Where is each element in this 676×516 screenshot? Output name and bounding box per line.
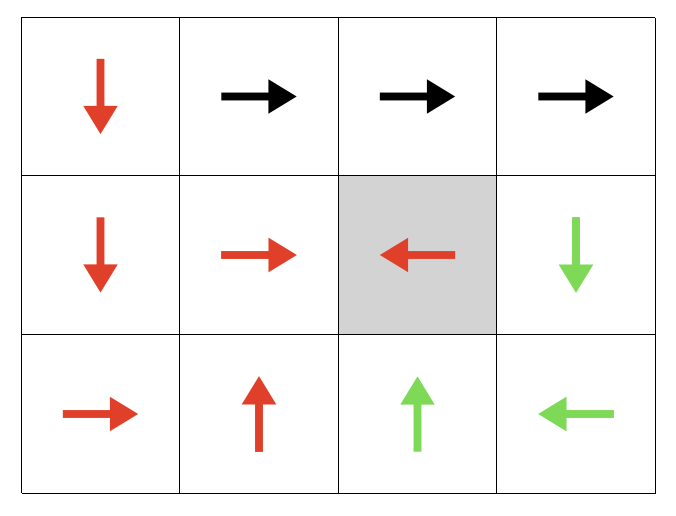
arrow-head xyxy=(83,264,118,293)
arrow-shaft xyxy=(572,217,580,268)
arrow-grid xyxy=(21,17,656,494)
arrow-right-icon xyxy=(221,237,297,273)
arrow-head xyxy=(241,376,277,405)
arrow-shaft xyxy=(221,251,272,259)
grid-cell-r0-c3 xyxy=(497,18,656,176)
grid-cell-r0-c2 xyxy=(339,18,497,176)
arrow-shaft xyxy=(538,92,589,101)
arrow-head xyxy=(585,79,614,114)
arrow-head xyxy=(268,237,297,273)
arrow-shaft xyxy=(96,58,105,110)
arrow-head xyxy=(83,105,118,135)
grid-cell-r2-c3 xyxy=(497,335,656,494)
arrow-head xyxy=(538,396,567,432)
arrow-left-icon xyxy=(379,237,456,273)
arrow-head xyxy=(268,79,297,114)
arrow-shaft xyxy=(255,401,263,452)
grid-cell-r1-c2 xyxy=(339,176,497,335)
arrow-right-icon xyxy=(379,79,456,114)
arrow-up-icon xyxy=(400,376,435,452)
arrow-shaft xyxy=(563,410,614,418)
arrow-right-icon xyxy=(221,79,297,114)
arrow-shaft xyxy=(221,92,272,101)
arrow-shaft xyxy=(404,251,456,259)
arrow-up-icon xyxy=(241,376,277,452)
arrow-down-icon xyxy=(558,217,594,293)
grid-cell-r1-c1 xyxy=(180,176,339,335)
grid-cell-r1-c3 xyxy=(497,176,656,335)
arrow-shaft xyxy=(62,410,114,418)
arrow-head xyxy=(426,79,456,114)
grid-cell-r2-c0 xyxy=(22,335,180,494)
grid-cell-r2-c1 xyxy=(180,335,339,494)
grid-cell-r0-c0 xyxy=(22,18,180,176)
arrow-head xyxy=(379,237,409,273)
arrow-shaft xyxy=(413,401,422,452)
grid-cell-r1-c0 xyxy=(22,176,180,335)
arrow-shaft xyxy=(96,217,105,268)
arrow-head xyxy=(400,376,435,405)
arrow-down-icon xyxy=(83,217,118,293)
grid-cell-r0-c1 xyxy=(180,18,339,176)
grid-cell-r2-c2 xyxy=(339,335,497,494)
arrow-right-icon xyxy=(538,79,614,114)
arrow-head xyxy=(109,396,139,432)
arrow-right-icon xyxy=(62,396,139,432)
arrow-left-icon xyxy=(538,396,614,432)
arrow-head xyxy=(558,264,594,293)
arrow-down-icon xyxy=(83,58,118,135)
arrow-shaft xyxy=(379,92,431,101)
